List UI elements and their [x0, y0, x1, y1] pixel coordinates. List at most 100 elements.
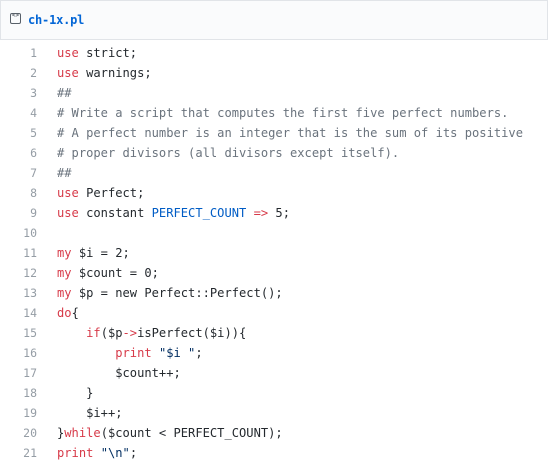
code-token — [246, 206, 253, 220]
code-line: 18 } — [0, 383, 549, 403]
constant-token: PERFECT_COUNT — [151, 206, 247, 220]
code-text: my $i = 2; — [57, 243, 130, 263]
code-token: { — [71, 306, 79, 320]
code-line: 6 # proper divisors (all divisors except … — [0, 143, 549, 163]
code-token: } — [57, 386, 94, 400]
code-text: ## — [57, 83, 72, 103]
code-line: 17 $count++; — [0, 363, 549, 383]
line-number[interactable]: 9 — [30, 206, 37, 220]
comment-token: ## — [57, 86, 72, 100]
code-token — [93, 446, 100, 460]
line-number[interactable]: 8 — [30, 186, 37, 200]
code-text: $i++; — [57, 403, 123, 423]
keyword-token: do — [57, 306, 72, 320]
keyword-token: my — [57, 266, 72, 280]
line-number[interactable]: 20 — [23, 426, 37, 440]
code-token: ; — [129, 446, 138, 460]
line-number[interactable]: 2 — [30, 66, 37, 80]
code-token: ($p — [100, 326, 123, 340]
line-number[interactable]: 16 — [23, 346, 37, 360]
code-line: 5 # A perfect number is an integer that i… — [0, 123, 549, 143]
line-number[interactable]: 7 — [30, 166, 37, 180]
keyword-token: my — [57, 246, 72, 260]
line-number[interactable]: 19 — [23, 406, 37, 420]
code-token: 5; — [268, 206, 290, 220]
line-number[interactable]: 21 — [23, 446, 37, 460]
keyword-token: if — [86, 326, 101, 340]
code-text: my $p = new Perfect::Perfect(); — [57, 283, 283, 303]
line-number[interactable]: 3 — [30, 86, 37, 100]
file-header: ch-1x.pl — [0, 0, 548, 40]
code-line: 4 # Write a script that computes the firs… — [0, 103, 549, 123]
code-text: use constant PERFECT_COUNT => 5; — [57, 203, 290, 223]
code-line: 13 my $p = new Perfect::Perfect(); — [0, 283, 549, 303]
file-name-link[interactable]: ch-1x.pl — [28, 13, 85, 27]
code-text: if($p->isPerfect($i)){ — [57, 323, 246, 343]
line-number[interactable]: 6 — [30, 146, 37, 160]
code-line: 3 ## — [0, 83, 549, 103]
code-token: $i = 2; — [71, 246, 130, 260]
line-number[interactable]: 14 — [23, 306, 37, 320]
keyword-token: my — [57, 286, 72, 300]
line-number[interactable]: 1 — [30, 46, 37, 60]
code-text: # Write a script that computes the first… — [57, 103, 508, 123]
code-text: ## — [57, 163, 72, 183]
code-token: } — [57, 426, 65, 440]
keyword-token: use — [57, 46, 79, 60]
code-token: strict; — [78, 46, 138, 60]
line-number[interactable]: 5 — [30, 126, 37, 140]
code-line: 16 print "$i "; — [0, 343, 549, 363]
code-line: 8 use Perfect; — [0, 183, 549, 203]
line-number[interactable]: 18 — [23, 386, 37, 400]
line-number[interactable]: 12 — [23, 266, 37, 280]
code-view: 1 use strict; 2 use warnings; 3 ## 4 # Write a … — [0, 43, 549, 463]
code-text: $count++; — [57, 363, 181, 383]
code-line: 12 my $count = 0; — [0, 263, 549, 283]
code-token: constant — [78, 206, 152, 220]
keyword-token: print — [57, 446, 94, 460]
code-text: use strict; — [57, 43, 137, 63]
keyword-token: while — [64, 426, 101, 440]
line-number[interactable]: 10 — [23, 226, 37, 240]
code-token — [152, 346, 159, 360]
code-line: 2 use warnings; — [0, 63, 549, 83]
code-text: do{ — [57, 303, 79, 323]
code-token: ; — [195, 346, 203, 360]
code-token: warnings; — [78, 66, 152, 80]
code-line: 1 use strict; — [0, 43, 549, 63]
code-line: 15 if($p->isPerfect($i)){ — [0, 323, 549, 343]
code-text: use warnings; — [57, 63, 152, 83]
line-number[interactable]: 13 — [23, 286, 37, 300]
code-text: # proper divisors (all divisors except i… — [57, 143, 399, 163]
code-token — [57, 326, 86, 340]
code-text: } — [57, 383, 93, 403]
code-line: 21 print "\n"; — [0, 443, 549, 463]
code-text: use Perfect; — [57, 183, 144, 203]
code-line: 11 my $i = 2; — [0, 243, 549, 263]
line-number[interactable]: 11 — [23, 246, 37, 260]
comment-token: ## — [57, 166, 72, 180]
code-token: Perfect; — [78, 186, 145, 200]
code-token: $count = 0; — [71, 266, 159, 280]
code-text: my $count = 0; — [57, 263, 159, 283]
code-line: 19 $i++; — [0, 403, 549, 423]
line-number[interactable]: 15 — [23, 326, 37, 340]
line-number[interactable]: 4 — [30, 106, 37, 120]
code-line: 10 — [0, 223, 549, 243]
string-token: "\n" — [100, 446, 130, 460]
code-line: 20}while($count < PERFECT_COUNT); — [0, 423, 549, 443]
code-token: isPerfect($i)){ — [137, 326, 247, 340]
code-token — [57, 346, 115, 360]
keyword-token: use — [57, 186, 79, 200]
code-token: ($count < PERFECT_COUNT); — [100, 426, 283, 440]
comment-token: # Write a script that computes the first… — [57, 106, 509, 120]
code-line: 9 use constant PERFECT_COUNT => 5; — [0, 203, 549, 223]
keyword-token: use — [57, 66, 79, 80]
code-line: 7 ## — [0, 163, 549, 183]
code-token: $i++; — [57, 406, 123, 420]
code-text: # A perfect number is an integer that is… — [57, 123, 523, 143]
code-token: $count++; — [57, 366, 181, 380]
comment-token: # A perfect number is an integer that is… — [57, 126, 523, 140]
code-text: print "\n"; — [57, 443, 137, 463]
line-number[interactable]: 17 — [23, 366, 37, 380]
